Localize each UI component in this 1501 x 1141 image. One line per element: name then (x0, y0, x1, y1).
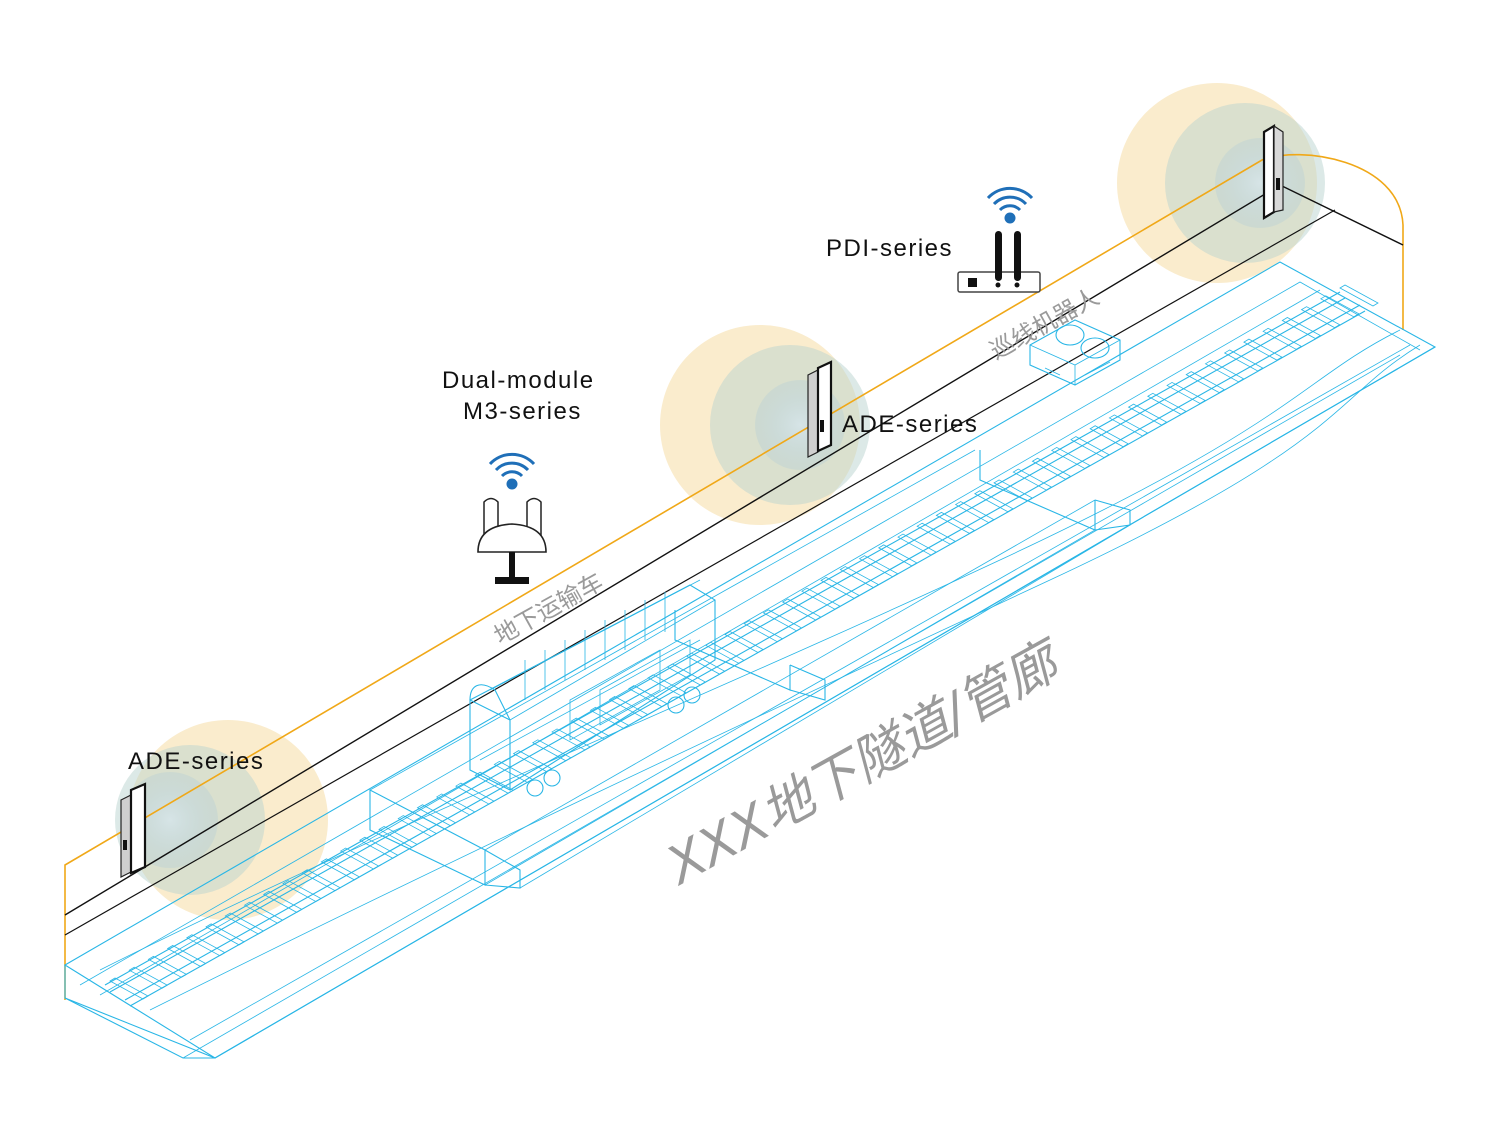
wifi-icon (986, 186, 1034, 224)
rail-sleeper (186, 934, 226, 957)
rail-sleeper (762, 609, 803, 632)
rail-sleeper (205, 923, 245, 946)
rail-sleeper (704, 641, 745, 664)
rail-sleeper (109, 977, 149, 1000)
inspection-robot (1029, 319, 1121, 386)
rail-sleeper (1185, 371, 1226, 394)
coverage-circle-icon (1117, 83, 1325, 283)
rail-sleeper (359, 836, 399, 859)
wifi-icon (488, 452, 536, 490)
rail-sleeper (1204, 360, 1245, 383)
rail-sleeper (781, 598, 822, 621)
rail-sleeper (897, 533, 937, 556)
rail-sleeper (166, 945, 207, 967)
label-dual-module: Dual-module (442, 367, 595, 394)
rail-sleeper (1108, 414, 1149, 437)
rail-sleeper (1089, 425, 1129, 448)
rail-sleeper (666, 663, 707, 686)
rail-sleeper (224, 912, 265, 935)
ap-panel-icon (807, 360, 833, 458)
rail-sleeper (685, 652, 726, 675)
rail-sleeper (608, 696, 649, 718)
label-pdi-series: PDI-series (826, 235, 953, 262)
rail-sleeper (916, 522, 956, 545)
rail-sleeper (1281, 317, 1322, 339)
rail-sleeper (532, 739, 572, 762)
rail-sleeper (724, 631, 764, 653)
rail-sleeper (147, 955, 188, 978)
comm-cable (64, 184, 1404, 936)
rail-sleeper (416, 804, 457, 827)
rail-sleeper (858, 555, 899, 578)
ap-panel-icon (1262, 124, 1284, 220)
rail-sleeper (493, 760, 534, 783)
rail-sleeper (243, 901, 284, 924)
rail-sleeper (128, 966, 169, 989)
rail-sleeper (954, 501, 995, 524)
label-inspection-robot: 巡线机器人 (985, 283, 1104, 366)
router-icon (957, 231, 1041, 293)
rail-sleeper (1319, 295, 1360, 318)
rail-sleeper (993, 479, 1033, 502)
rail-sleeper (474, 771, 514, 794)
rail-sleeper (743, 620, 784, 643)
transport-vehicle (469, 579, 716, 797)
label-tunnel-name: XXX地下隧道/管廊 (655, 628, 1075, 897)
rail-sleeper (820, 576, 860, 599)
rail-sleeper (1262, 327, 1302, 350)
rail-sleeper (935, 511, 976, 534)
rail-sleeper (1300, 306, 1341, 329)
rail-sleeper (589, 706, 630, 729)
rail-sleeper (378, 825, 418, 848)
rail-sleeper (1031, 457, 1072, 480)
rail-sleeper (839, 566, 880, 588)
label-m3-series: M3-series (463, 398, 582, 425)
rail-sleeper (339, 847, 380, 870)
rail-sleeper (1012, 468, 1053, 491)
rail-sleeper (1050, 446, 1091, 469)
rail-sleeper (1070, 436, 1110, 459)
rail-sleeper (628, 685, 668, 708)
rail-sleeper (455, 782, 495, 805)
rail-sleeper (512, 750, 553, 773)
rail-sleeper (262, 890, 303, 913)
rail-sleeper (570, 717, 611, 740)
rail-sleeper (551, 728, 591, 751)
railway-track (104, 284, 1379, 1007)
dual-antenna-ap-icon (477, 497, 547, 584)
rail-sleeper (1243, 338, 1283, 361)
rail-sleeper (435, 793, 476, 816)
rail-sleeper (282, 880, 322, 903)
ap-panel-icon (120, 782, 147, 878)
rail-sleeper (974, 490, 1014, 513)
rail-sleeper (1339, 284, 1379, 307)
rail-sleeper (877, 544, 918, 567)
rail-sleeper (1147, 392, 1187, 415)
label-ade-left: ADE-series (128, 748, 264, 775)
label-ade-mid: ADE-series (842, 411, 978, 438)
rail-sleeper (647, 674, 687, 697)
rail-sleeper (301, 869, 341, 892)
rail-sleeper (1223, 349, 1264, 372)
rail-sleeper (320, 858, 361, 881)
rail-sleeper (801, 587, 841, 610)
rail-sleeper (397, 815, 438, 838)
rail-sleeper (1127, 403, 1168, 426)
rail-sleeper (1166, 381, 1206, 404)
